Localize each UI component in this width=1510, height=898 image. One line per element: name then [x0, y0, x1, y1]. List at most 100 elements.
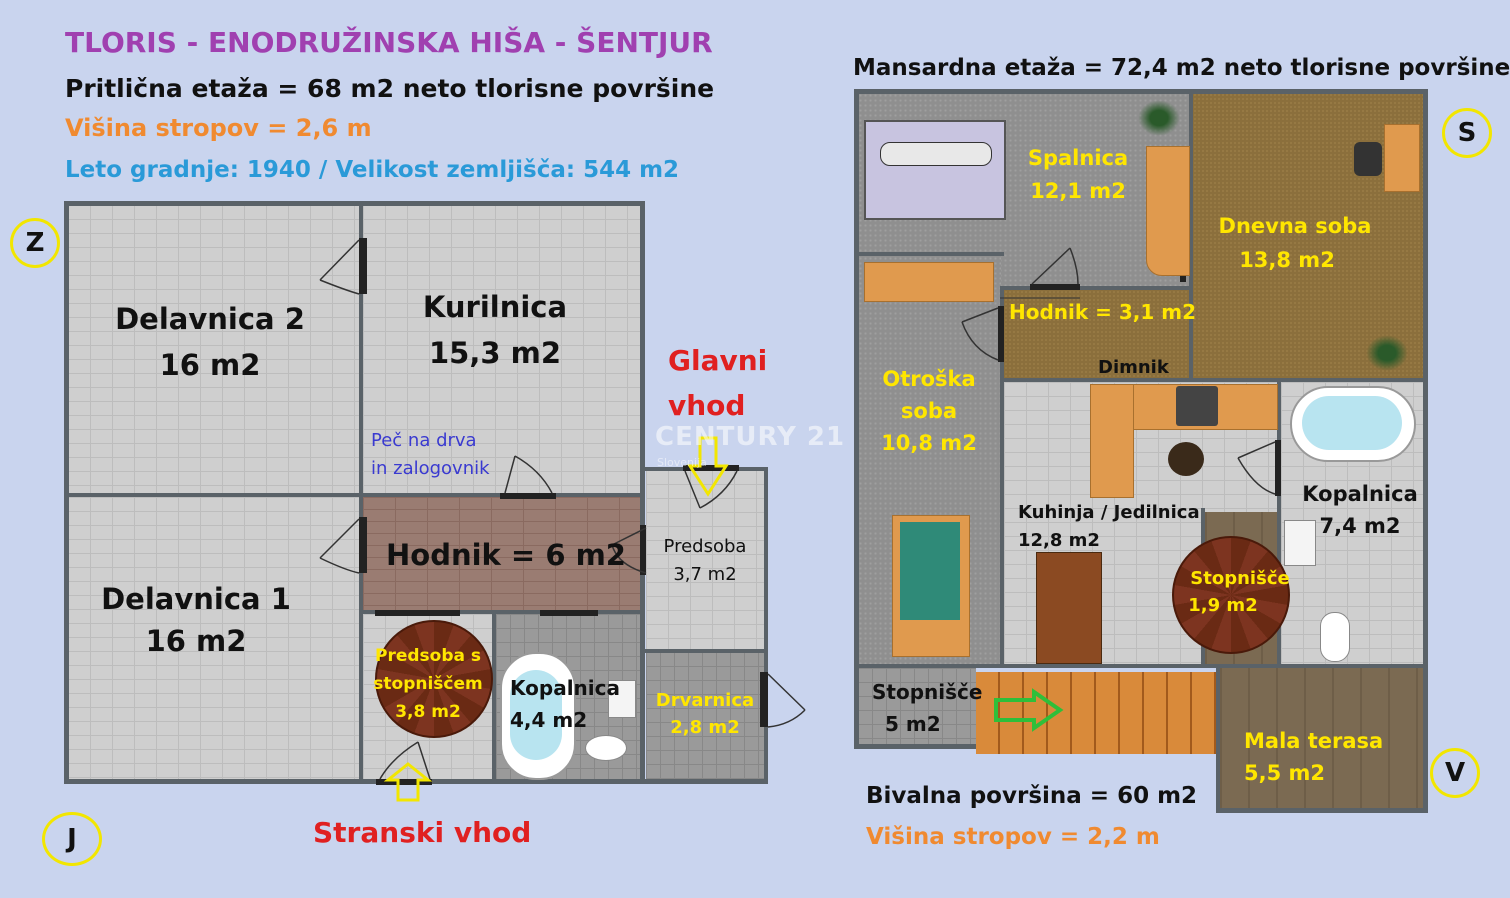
- room-boiler: [363, 205, 641, 495]
- hallway-label: Hodnik = 6 m2: [386, 538, 626, 572]
- toilet-icon: [1320, 612, 1350, 662]
- attic-floor-area: Mansardna etaža = 72,4 m2 neto tlorisne …: [853, 55, 1510, 81]
- bathtub-water-icon: [1302, 396, 1402, 450]
- room-hallway: [363, 497, 641, 611]
- workshop-2-area: 16 m2: [159, 348, 261, 382]
- entry-hall-area: 3,7 m2: [673, 564, 737, 585]
- ground-ceiling-height: Višina stropov = 2,6 m: [65, 114, 372, 142]
- wall: [854, 252, 1004, 256]
- dining-table-icon: [1036, 552, 1102, 664]
- compass-north: S: [1442, 108, 1492, 158]
- room-attic-stairs: [858, 668, 976, 746]
- spiral-stairs-attic: [1172, 536, 1290, 654]
- wall: [640, 201, 645, 784]
- workshop-1-area: 16 m2: [145, 624, 247, 658]
- attic-stairs-area: 5 m2: [885, 712, 941, 736]
- door[interactable]: [1275, 440, 1281, 496]
- sink-icon: [1284, 520, 1316, 566]
- room-woodshed: [646, 652, 764, 780]
- stairs-small-area: 1,9 m2: [1188, 595, 1258, 616]
- door[interactable]: [359, 238, 367, 294]
- door[interactable]: [640, 525, 646, 575]
- bathroom-ground-area: 4,4 m2: [510, 708, 588, 732]
- wall: [1216, 664, 1220, 813]
- plant-icon: [1366, 335, 1408, 371]
- stove-icon: [1176, 386, 1218, 426]
- chair-icon: [1354, 142, 1382, 176]
- main-entrance-label-line2: vhod: [668, 389, 746, 422]
- wall: [1218, 808, 1428, 813]
- kids-room-area: 10,8 m2: [881, 431, 977, 455]
- attic-stairs-name: Stopnišče: [872, 680, 983, 704]
- stairs-small-name: Stopnišče: [1190, 568, 1290, 589]
- kids-blanket-icon: [900, 522, 960, 620]
- kitchen-area: 12,8 m2: [1018, 530, 1100, 551]
- wall: [854, 664, 1428, 668]
- wall: [1189, 89, 1193, 382]
- wall: [492, 610, 496, 780]
- stair-hall-area: 3,8 m2: [395, 702, 461, 722]
- wall: [854, 89, 1428, 94]
- kids-room-line2: soba: [900, 399, 958, 423]
- room-workshop-2: [68, 205, 360, 495]
- woodshed-area: 2,8 m2: [670, 717, 740, 738]
- room-terrace: [1220, 668, 1424, 811]
- terrace-area: 5,5 m2: [1244, 761, 1326, 785]
- door[interactable]: [500, 493, 556, 499]
- sink-icon: [608, 680, 636, 718]
- watermark-sub: Slovenija: [657, 456, 707, 469]
- chimney-label: Dimnik: [1098, 357, 1169, 378]
- stair-hall-line2: stopniščem: [373, 674, 483, 694]
- door[interactable]: [540, 610, 598, 616]
- wardrobe-icon: [1146, 146, 1190, 276]
- compass-west: Z: [10, 218, 60, 268]
- person-icon: [880, 142, 992, 166]
- desk-icon: [1384, 124, 1420, 192]
- stove-note-line2: in zalogovnik: [371, 458, 490, 479]
- attic-hallway-label: Hodnik = 3,1 m2: [1009, 300, 1197, 324]
- compass-east: V: [1430, 748, 1480, 798]
- wall: [64, 201, 69, 784]
- ground-floor-area: Pritlična etaža = 68 m2 neto tlorisne po…: [65, 74, 715, 103]
- wall: [1423, 89, 1428, 813]
- kitchen-name: Kuhinja / Jedilnica: [1018, 502, 1200, 523]
- bed-icon: [864, 120, 1006, 220]
- door[interactable]: [375, 610, 460, 616]
- living-area: 13,8 m2: [1239, 248, 1335, 272]
- door[interactable]: [1030, 284, 1080, 290]
- plant-icon: [1138, 100, 1180, 136]
- wall: [64, 493, 644, 497]
- plan-title: TLORIS - ENODRUŽINSKA HIŠA - ŠENTJUR: [65, 26, 713, 59]
- kitchen-counter-icon: [1090, 384, 1134, 498]
- bedroom-name: Spalnica: [1027, 146, 1129, 170]
- side-entrance-label: Stranski vhod: [313, 816, 532, 849]
- door[interactable]: [359, 517, 367, 573]
- wall: [1277, 378, 1281, 668]
- wall: [1000, 286, 1004, 666]
- room-entry-hall: [646, 470, 764, 650]
- living-name: Dnevna soba: [1218, 214, 1372, 238]
- boiler-name: Kurilnica: [422, 290, 568, 324]
- room-attic-hallway: [1004, 290, 1190, 378]
- stove-note-line1: Peč na drva: [371, 430, 477, 451]
- kids-room-line1: Otroška: [882, 367, 976, 391]
- watermark-logo: CENTURY 21: [655, 422, 846, 452]
- attic-bathroom-name: Kopalnica: [1302, 482, 1418, 506]
- wall: [854, 89, 859, 749]
- bathtub-water-icon: [510, 670, 562, 760]
- door[interactable]: [998, 306, 1004, 362]
- wall: [854, 744, 976, 749]
- wall: [764, 467, 768, 784]
- stair-flight: [976, 672, 1218, 754]
- toilet-icon: [585, 735, 627, 761]
- compass-south: J: [42, 812, 102, 866]
- door[interactable]: [376, 779, 432, 785]
- wall: [1000, 286, 1193, 290]
- terrace-name: Mala terasa: [1244, 729, 1384, 753]
- year-and-lot-size: Leto gradnje: 1940 / Velikost zemljišča:…: [65, 157, 680, 183]
- wall: [363, 610, 643, 614]
- wall: [644, 649, 768, 653]
- door[interactable]: [760, 672, 768, 727]
- attic-ceiling-height: Višina stropov = 2,2 m: [866, 824, 1160, 850]
- wall: [1000, 378, 1428, 382]
